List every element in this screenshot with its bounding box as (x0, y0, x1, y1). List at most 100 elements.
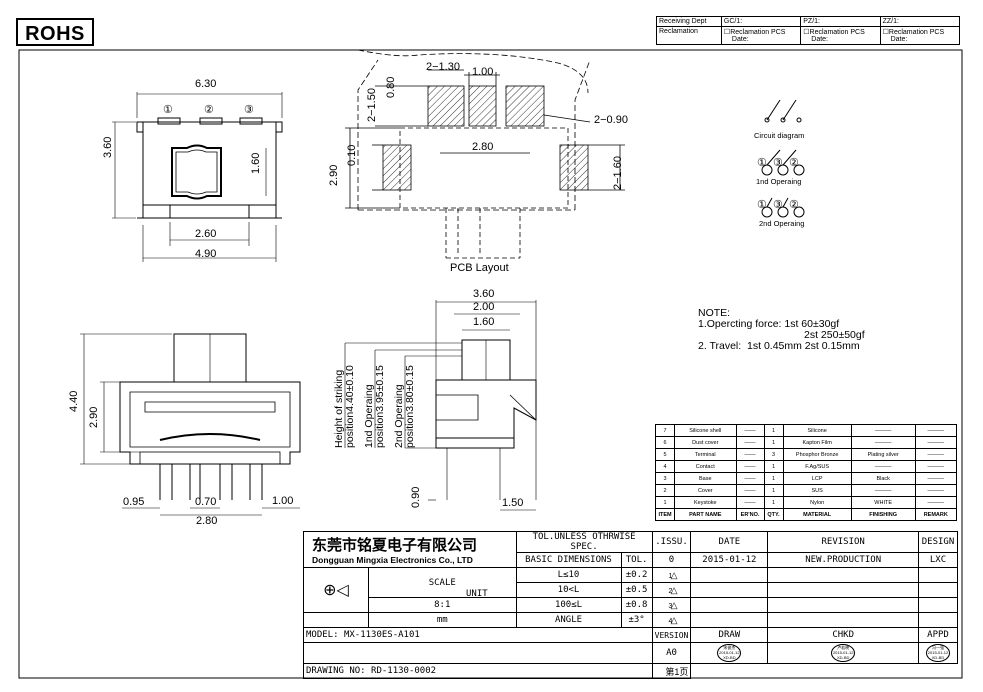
dim-label: 2.80 (196, 515, 218, 527)
scale-value: 8:1 (368, 597, 517, 613)
bom-header-cell: PART NAME (674, 508, 737, 521)
pin-3-label: ③ (773, 157, 783, 169)
version-label: VERSION (651, 627, 692, 643)
pin-1-label: ① (163, 104, 173, 116)
issu-header: .ISSU. (651, 531, 692, 553)
profile-body (435, 379, 537, 439)
bom-header-cell: QTY. (763, 508, 784, 521)
dim-label: 3.60 (102, 136, 114, 158)
dim-label: 1.00 (472, 66, 494, 78)
bom-cell: WHITE (850, 496, 916, 509)
pcb-pad (427, 85, 465, 127)
dim-label: 2.80 (472, 141, 494, 153)
bom-cell: Cover (674, 484, 737, 497)
bom-cell: Terminal (674, 448, 737, 461)
front-actuator (171, 144, 222, 200)
dim-label: 0.90 (410, 486, 422, 508)
bom-cell: 1 (763, 496, 784, 509)
rohs-badge: ROHS (16, 18, 94, 46)
bom-cell: —— (735, 436, 765, 449)
pcb-view (345, 49, 625, 259)
dim-label: 1.00 (272, 495, 294, 507)
rev-triangle: △2 (651, 582, 692, 598)
bom-cell: ——— (914, 436, 958, 449)
tol-range: L≤10 (515, 567, 622, 583)
bom-cell: 4 (654, 460, 676, 473)
pin-2-label: ② (204, 104, 214, 116)
bom-header-cell: REMARK (914, 508, 958, 521)
bom-cell: Silicone (782, 424, 852, 437)
bom-header-cell: MATERIAL (782, 508, 852, 521)
bom-cell: ——— (914, 448, 958, 461)
pin-3-label: ③ (244, 104, 254, 116)
tol-range: 100≤L (515, 597, 622, 613)
bom-cell: —— (735, 448, 765, 461)
date-label: Date: (890, 36, 908, 43)
dim-label: 0.70 (195, 496, 217, 508)
bom-cell: ——— (914, 484, 958, 497)
page-number: 第1页 (651, 663, 692, 679)
pin-2-label: ② (789, 157, 799, 169)
date-label: Date: (731, 36, 749, 43)
tol-label: TOL. (620, 552, 653, 568)
bom-cell: 1 (763, 472, 784, 485)
date-label: Date: (811, 36, 828, 43)
dim-label: 2−1.50 (366, 88, 378, 122)
unit-value: mm (368, 612, 517, 628)
tol-value: ±0.8 (620, 597, 653, 613)
bom-cell: ——— (850, 436, 916, 449)
dim-label: 1.60 (473, 316, 495, 328)
bom-cell: ——— (850, 424, 916, 437)
company-name-en: Dongguan Mingxia Electronics Co., LTD (312, 555, 473, 565)
model-value: MX-1130ES-A101 (343, 630, 420, 640)
dim-label: 2.00 (473, 301, 495, 313)
tol-value: ±0.5 (620, 582, 653, 598)
dim-label: 0.80 (385, 76, 397, 98)
bom-cell: Phosphor Bronze (782, 448, 852, 461)
unit-label: UNIT (466, 589, 488, 599)
second-operating-caption: 2nd Operaing (759, 219, 805, 228)
front-view (112, 92, 283, 262)
rev-designer: LXC (918, 552, 958, 568)
dim-label: 0.95 (123, 496, 145, 508)
company-name-cn: 东莞市铭夏电子有限公司 (312, 536, 478, 554)
bom-cell: 5 (654, 448, 676, 461)
profile-view (344, 300, 537, 511)
bom-cell: 7 (654, 424, 676, 437)
dim-label: 2.90 (328, 164, 340, 186)
bom-cell: Contact (674, 460, 737, 473)
dim-label: 1.50 (502, 497, 524, 509)
dim-label: 1.60 (250, 152, 262, 174)
design-header: DESIGN (918, 531, 958, 553)
bom-cell: Silicone shell (674, 424, 737, 437)
pcb-pad (505, 85, 545, 127)
bom-cell: Keystoke (674, 496, 737, 509)
drawing-no-label: DRAWING NO: (306, 666, 366, 676)
tol-title: TOL.UNLESS OTHRWISE SPEC. (515, 531, 653, 553)
revision-header: REVISION (767, 531, 919, 553)
rev-description: NEW.PRODUCTION (767, 552, 919, 568)
bom-cell: Base (674, 472, 737, 485)
date-header: DATE (690, 531, 769, 553)
bom-cell: ——— (914, 496, 958, 509)
pcb-pad (559, 144, 589, 191)
bom-cell: —— (735, 484, 765, 497)
dim-label: 0.10 (346, 144, 358, 166)
bom-cell: ——— (850, 484, 916, 497)
bom-cell: ——— (914, 424, 958, 437)
bom-cell: Black (850, 472, 916, 485)
bom-cell: —— (735, 496, 765, 509)
receiving-table: Receiving Dept GC/1: PZ/1: ZZ/1: Reclama… (656, 16, 961, 45)
dim-label: 2.90 (88, 406, 100, 428)
bom-cell: 6 (654, 436, 676, 449)
dim-label: 3.60 (473, 288, 495, 300)
bom-header-cell: FINISHING (850, 508, 916, 521)
bom-cell: ——— (914, 472, 958, 485)
bom-cell: 1 (763, 460, 784, 473)
